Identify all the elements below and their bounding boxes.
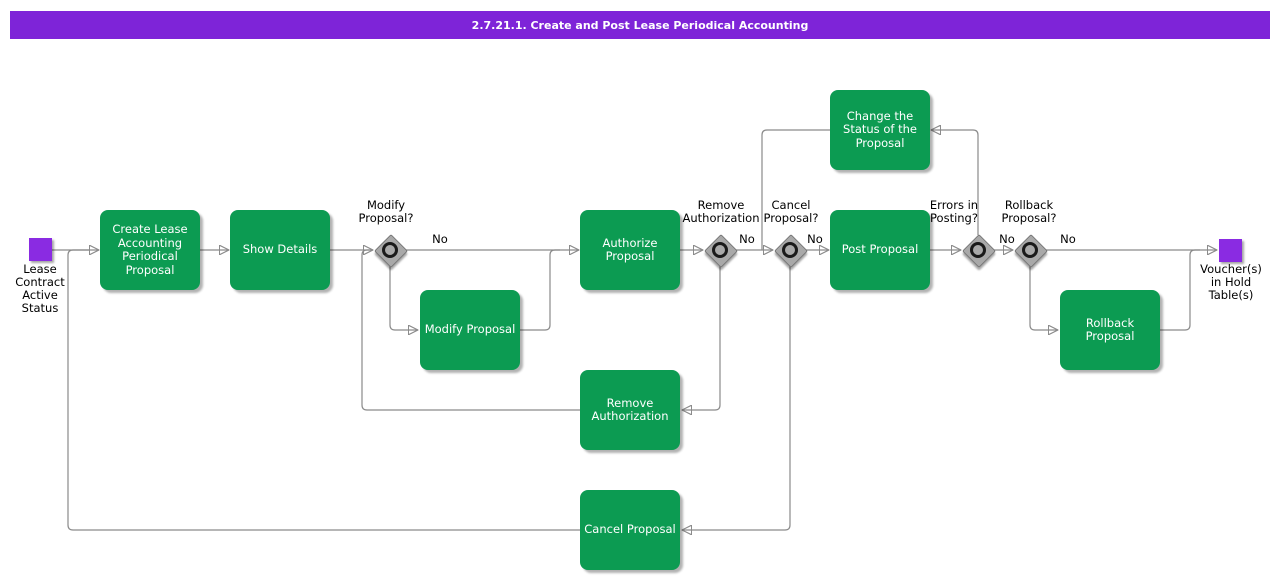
- decision-circle-icon: [1022, 242, 1038, 258]
- task-change-status[interactable]: Change the Status of the Proposal: [830, 90, 930, 170]
- branch-label-no-remove-auth: No: [739, 232, 755, 246]
- question-errors-in-posting: Errors in Posting?: [929, 198, 979, 225]
- edge-rollbackbox-rejoin: [1160, 249, 1200, 331]
- end-event-label: Voucher(s) in Hold Table(s): [1200, 262, 1262, 302]
- diagram-title: 2.7.21.1. Create and Post Lease Periodic…: [471, 18, 809, 32]
- branch-label-no-cancel: No: [807, 232, 823, 246]
- task-authorize-proposal[interactable]: Authorize Proposal: [580, 210, 680, 290]
- edge-errors-yes-to-changestatus: [931, 130, 979, 235]
- edge-modifybox-rejoin: [520, 249, 560, 331]
- question-cancel-proposal: Cancel Proposal?: [763, 198, 819, 225]
- decision-rollback-proposal: [1014, 234, 1048, 268]
- diagram-title-bar: 2.7.21.1. Create and Post Lease Periodic…: [10, 11, 1270, 39]
- branch-label-no-errors: No: [999, 232, 1015, 246]
- edge-cancel-yes-to-box: [682, 265, 791, 530]
- task-create-lease-proposal[interactable]: Create Lease Accounting Periodical Propo…: [100, 210, 200, 290]
- task-remove-authorization[interactable]: Remove Authorization: [580, 370, 680, 450]
- start-event: [29, 238, 52, 261]
- question-remove-authorization: Remove Authorization: [682, 198, 760, 225]
- edge-modify-yes-to-modifybox: [389, 265, 418, 330]
- edge-changestatus-to-cancel-decision: [761, 129, 830, 250]
- edge-cancel-return: [67, 249, 580, 531]
- decision-errors-in-posting: [962, 234, 996, 268]
- decision-remove-authorization: [704, 234, 738, 268]
- decision-circle-icon: [970, 242, 986, 258]
- decision-circle-icon: [382, 242, 398, 258]
- decision-cancel-proposal: [774, 234, 808, 268]
- edge-removeauth-return: [361, 249, 580, 411]
- task-show-details[interactable]: Show Details: [230, 210, 330, 290]
- question-modify-proposal: Modify Proposal?: [358, 198, 414, 225]
- branch-label-no-modify: No: [432, 232, 448, 246]
- end-event: [1219, 239, 1242, 262]
- edge-removeauth-yes-to-box: [682, 265, 721, 410]
- task-post-proposal[interactable]: Post Proposal: [830, 210, 930, 290]
- start-event-label: Lease Contract Active Status: [15, 262, 65, 315]
- decision-modify-proposal: [374, 234, 408, 268]
- question-rollback-proposal: Rollback Proposal?: [1001, 198, 1057, 225]
- task-rollback-proposal[interactable]: Rollback Proposal: [1060, 290, 1160, 370]
- branch-label-no-rollback: No: [1060, 232, 1076, 246]
- task-cancel-proposal[interactable]: Cancel Proposal: [580, 490, 680, 570]
- decision-circle-icon: [782, 242, 798, 258]
- edge-rollback-yes-to-box: [1029, 265, 1058, 330]
- task-modify-proposal[interactable]: Modify Proposal: [420, 290, 520, 370]
- decision-circle-icon: [712, 242, 728, 258]
